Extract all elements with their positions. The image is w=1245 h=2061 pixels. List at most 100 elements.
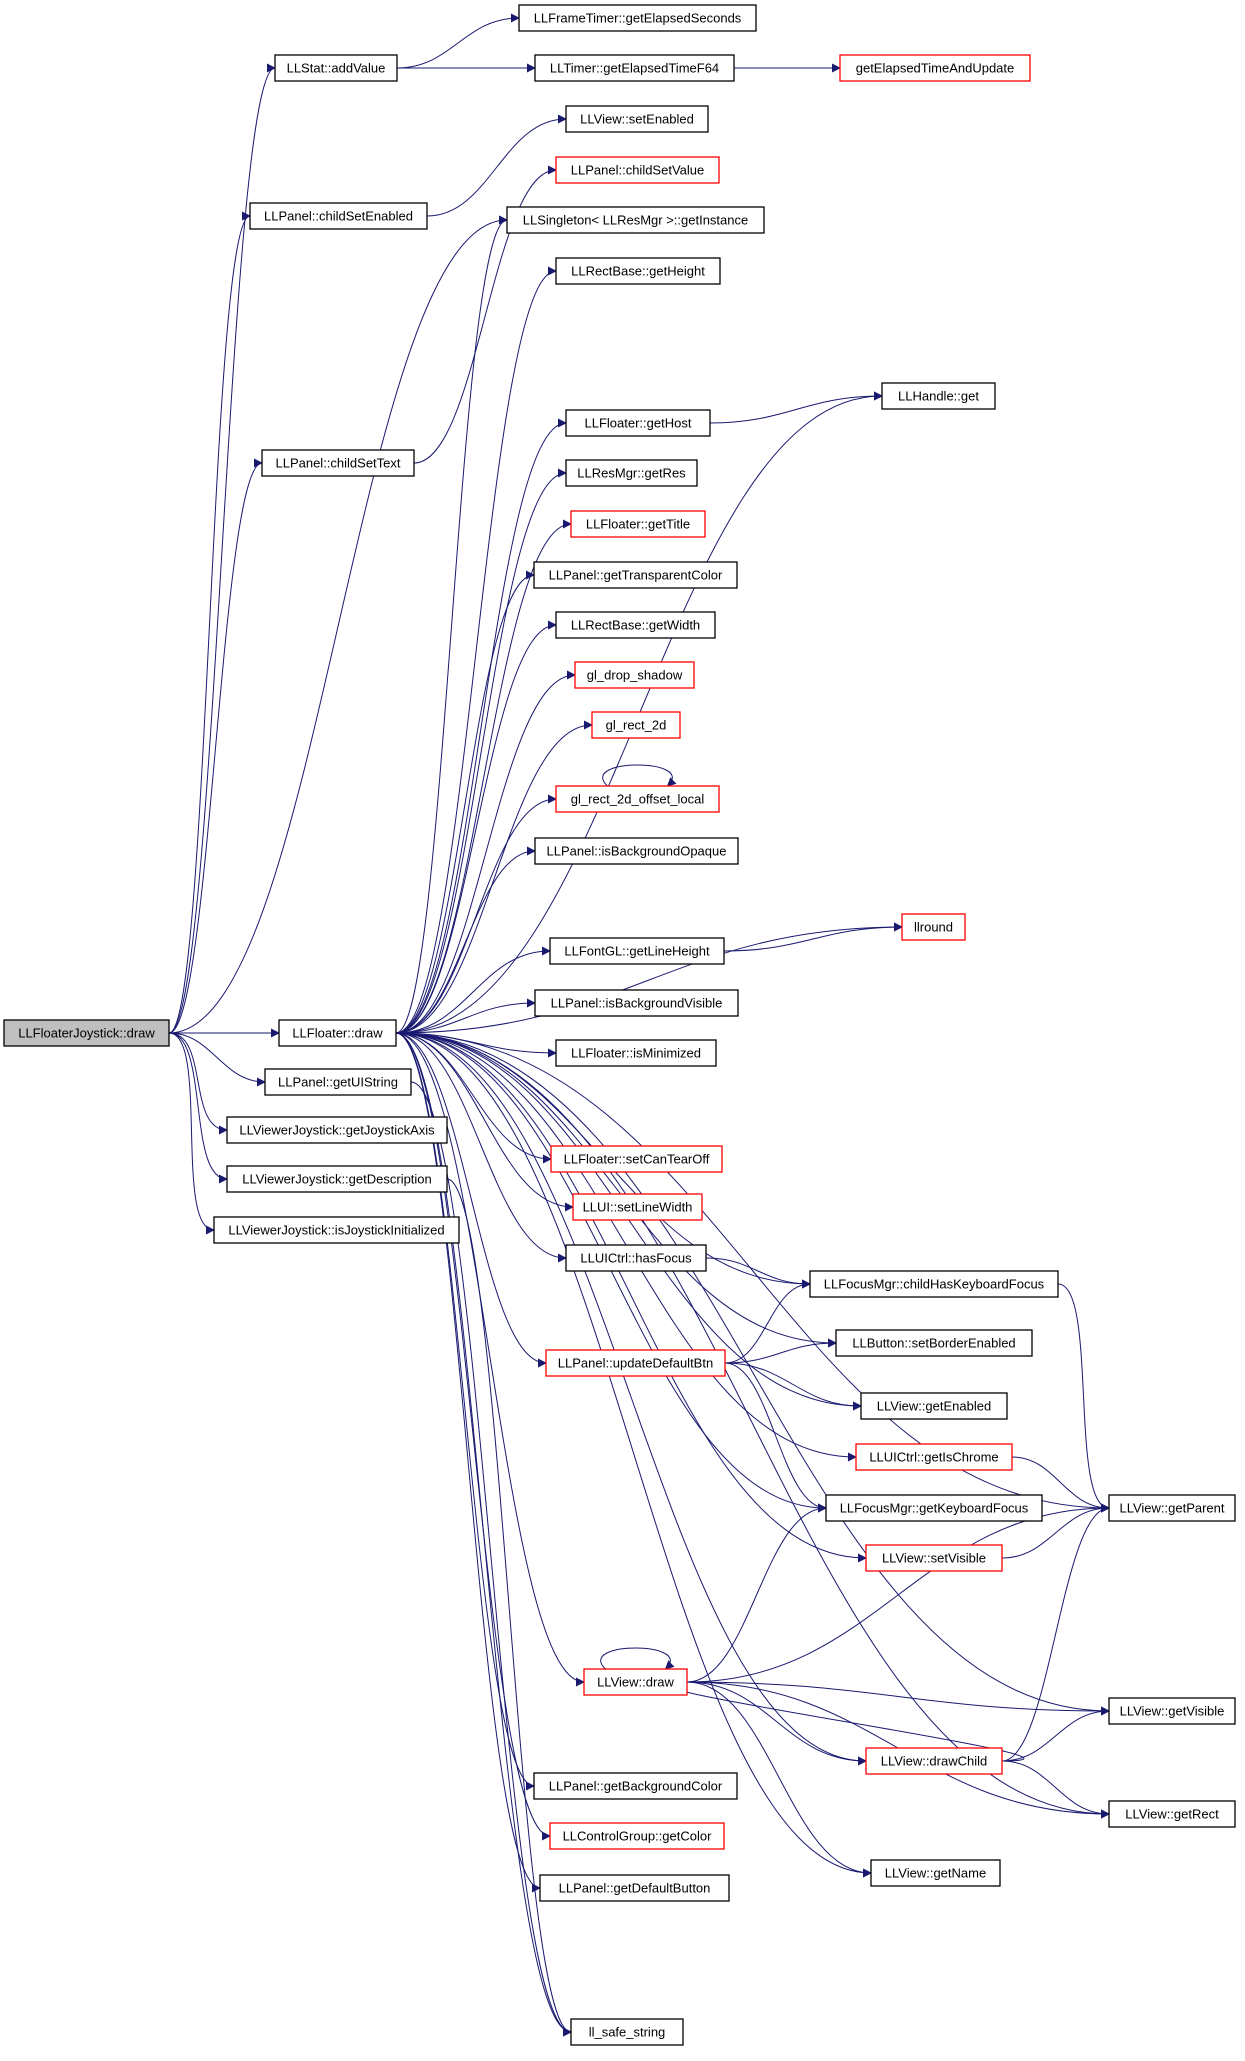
node-box (506, 206, 765, 234)
node-box (870, 1859, 1001, 1887)
node-resmgr_getres[interactable]: LLResMgr::getRes (565, 459, 698, 487)
edge-floater_draw-to-button_setborder (395, 1032, 837, 1348)
node-label: LLViewerJoystick::getJoystickAxis (239, 1123, 435, 1138)
node-floater_isminimized[interactable]: LLFloater::isMinimized (555, 1039, 717, 1067)
node-panel_bgopaque[interactable]: LLPanel::isBackgroundOpaque (534, 837, 739, 865)
edge-panel_updatedefault-to-view_getenabled (724, 1362, 862, 1411)
node-box (1108, 1800, 1236, 1828)
node-label: LLFontGL::getLineHeight (564, 944, 710, 959)
node-box (534, 837, 739, 865)
node-view_getname[interactable]: LLView::getName (870, 1859, 1001, 1887)
edge-floater_draw-to-controlgroup_getcolor (395, 1032, 551, 1841)
node-panel_childsetenabled[interactable]: LLPanel::childSetEnabled (249, 202, 428, 230)
node-view_setenabled[interactable]: LLView::setEnabled (565, 105, 709, 133)
node-view_draw[interactable]: LLView::draw (583, 1668, 688, 1696)
node-timerf64[interactable]: LLTimer::getElapsedTimeF64 (534, 54, 735, 82)
node-rect_getheight[interactable]: LLRectBase::getHeight (555, 257, 721, 285)
node-singleton[interactable]: LLSingleton< LLResMgr >::getInstance (506, 206, 765, 234)
node-handle_get[interactable]: LLHandle::get (881, 382, 996, 410)
edge-floater_draw-to-view_drawchild (395, 1032, 867, 1766)
edge-floater_draw-to-view_setvisible (395, 1032, 867, 1563)
node-label: LLRectBase::getHeight (571, 264, 705, 279)
node-box (570, 510, 706, 538)
edge-root-to-vj_isinit (168, 1032, 215, 1235)
node-box (261, 449, 415, 477)
node-elapsedupdate[interactable]: getElapsedTimeAndUpdate (839, 54, 1031, 82)
edge-focus_childhaskb-to-view_getparent (1057, 1283, 1110, 1513)
edge-floater_draw-to-view_getvisible (395, 1032, 1110, 1716)
node-vj_isinit[interactable]: LLViewerJoystick::isJoystickInitialized (213, 1216, 460, 1244)
node-floater_draw[interactable]: LLFloater::draw (278, 1019, 397, 1047)
node-box (213, 1216, 460, 1244)
node-label: LLView::getRect (1125, 1807, 1219, 1822)
node-label: LLView::draw (597, 1675, 674, 1690)
node-root[interactable]: LLFloaterJoystick::draw (3, 1019, 170, 1047)
node-view_getrect[interactable]: LLView::getRect (1108, 1800, 1236, 1828)
node-panel_getbgcolor[interactable]: LLPanel::getBackgroundColor (533, 1772, 738, 1800)
node-ll_safe_string[interactable]: ll_safe_string (570, 2018, 684, 2046)
node-stat_addvalue[interactable]: LLStat::addValue (274, 54, 398, 82)
node-box (555, 785, 720, 813)
node-floater_gettitle[interactable]: LLFloater::getTitle (570, 510, 706, 538)
edge-floater_draw-to-panel_getbgcolor (395, 1032, 535, 1791)
node-rect_getwidth[interactable]: LLRectBase::getWidth (555, 611, 716, 639)
edge-floater_draw-to-view_getrect (395, 1032, 1110, 1819)
node-box (555, 611, 716, 639)
node-panel_transparent[interactable]: LLPanel::getTransparentColor (533, 561, 738, 589)
edge-floater_draw-to-rect_getwidth (395, 620, 557, 1034)
node-frametimer[interactable]: LLFrameTimer::getElapsedSeconds (518, 4, 757, 32)
node-label: LLPanel::getTransparentColor (549, 568, 723, 583)
node-llround[interactable]: llround (901, 913, 966, 941)
node-uictrl_getischrome[interactable]: LLUICtrl::getIsChrome (855, 1443, 1013, 1471)
node-label: LLPanel::childSetValue (571, 163, 704, 178)
edge-floater_draw-to-llround (395, 922, 903, 1034)
node-vj_getdescription[interactable]: LLViewerJoystick::getDescription (226, 1165, 448, 1193)
edge-root-to-vj_getaxis (168, 1032, 228, 1135)
node-label: LLPanel::childSetEnabled (264, 209, 413, 224)
edge-root-to-panel_childsetenabled (168, 211, 251, 1034)
node-floater_gethost[interactable]: LLFloater::getHost (565, 409, 711, 437)
node-box (533, 1772, 738, 1800)
node-panel_getuistring[interactable]: LLPanel::getUIString (264, 1068, 412, 1096)
node-panel_childsettext[interactable]: LLPanel::childSetText (261, 449, 415, 477)
node-label: LLHandle::get (898, 389, 979, 404)
node-panel_childsetvalue[interactable]: LLPanel::childSetValue (555, 156, 720, 184)
node-gl_rect_offset[interactable]: gl_rect_2d_offset_local (555, 785, 720, 813)
node-floater_setcantearoff[interactable]: LLFloater::setCanTearOff (550, 1145, 723, 1173)
node-label: LLFocusMgr::getKeyboardFocus (840, 1501, 1029, 1516)
edge-floater_draw-to-view_getparent (395, 1032, 1110, 1513)
node-llui_setlinewidth[interactable]: LLUI::setLineWidth (572, 1193, 703, 1221)
node-panel_bgvisible[interactable]: LLPanel::isBackgroundVisible (534, 989, 739, 1017)
node-label: LLView::getParent (1119, 1501, 1224, 1516)
edge-floater_gethost-to-handle_get (709, 391, 883, 424)
node-box (572, 1193, 703, 1221)
node-view_drawchild[interactable]: LLView::drawChild (865, 1747, 1003, 1775)
node-label: LLViewerJoystick::isJoystickInitialized (228, 1223, 444, 1238)
node-vj_getaxis[interactable]: LLViewerJoystick::getJoystickAxis (226, 1116, 448, 1144)
node-focus_childhaskb[interactable]: LLFocusMgr::childHasKeyboardFocus (809, 1270, 1059, 1298)
node-panel_updatedefault[interactable]: LLPanel::updateDefaultBtn (545, 1349, 726, 1377)
node-gl_rect_2d[interactable]: gl_rect_2d (591, 711, 681, 739)
node-label: LLFloater::getHost (585, 416, 692, 431)
edge-floater_draw-to-llui_setlinewidth (395, 1032, 574, 1212)
node-view_getparent[interactable]: LLView::getParent (1108, 1494, 1236, 1522)
node-button_setborder[interactable]: LLButton::setBorderEnabled (835, 1329, 1033, 1357)
node-font_lineheight[interactable]: LLFontGL::getLineHeight (549, 937, 725, 965)
node-uictrl_hasfocus[interactable]: LLUICtrl::hasFocus (565, 1244, 707, 1272)
node-controlgroup_getcolor[interactable]: LLControlGroup::getColor (549, 1822, 725, 1850)
edge-view_draw-to-view_getvisible (686, 1681, 1110, 1716)
node-label: LLPanel::getBackgroundColor (549, 1779, 723, 1794)
node-focus_getkb[interactable]: LLFocusMgr::getKeyboardFocus (825, 1494, 1043, 1522)
edge-vj_getdescription-to-ll_safe_string (446, 1178, 572, 2037)
node-view_getvisible[interactable]: LLView::getVisible (1108, 1697, 1236, 1725)
node-gl_drop_shadow[interactable]: gl_drop_shadow (574, 661, 695, 689)
node-box (226, 1165, 448, 1193)
node-label: llround (914, 920, 953, 935)
node-view_setvisible[interactable]: LLView::setVisible (865, 1544, 1003, 1572)
node-box (901, 913, 966, 941)
node-panel_getdefaultbtn[interactable]: LLPanel::getDefaultButton (539, 1874, 730, 1902)
node-box (825, 1494, 1043, 1522)
node-view_getenabled[interactable]: LLView::getEnabled (860, 1392, 1008, 1420)
edge-view_drawchild-to-view_getparent (1001, 1503, 1110, 1762)
